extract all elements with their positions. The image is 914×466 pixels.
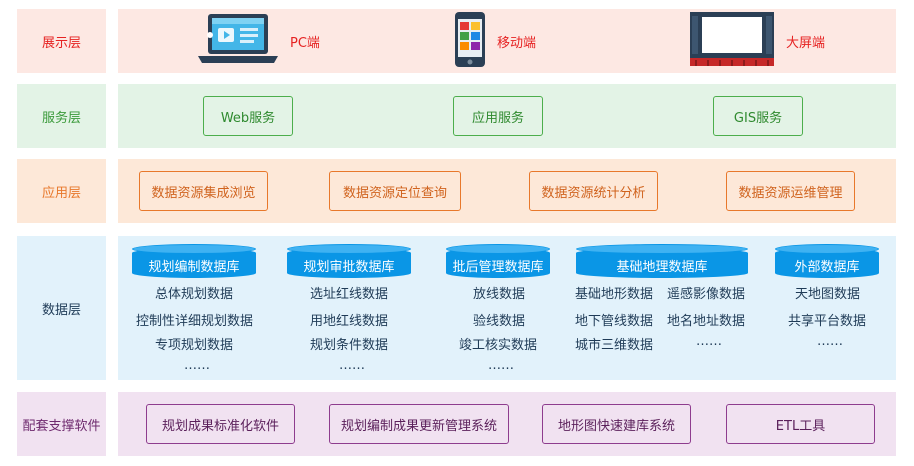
external-db: 外部数据库 (775, 244, 879, 278)
data-browse-box: 数据资源集成浏览 (139, 171, 268, 211)
etl-tool-box: ETL工具 (726, 404, 875, 444)
update-management-system-box: 规划编制成果更新管理系统 (329, 404, 509, 444)
db1-item-0: 选址红线数据 (310, 287, 389, 302)
db1-item-1: 用地红线数据 (310, 314, 389, 329)
application-layer-label-bg (17, 159, 106, 223)
post-approval-db: 批后管理数据库 (446, 244, 550, 278)
db4-item-2: …… (817, 334, 843, 349)
mobile-label: 移动端 (497, 36, 537, 51)
support-layer-label-bg (17, 392, 106, 456)
data-statistics-box: 数据资源统计分析 (529, 171, 658, 211)
standardization-software-box: 规划成果标准化软件 (146, 404, 295, 444)
service-layer-band (118, 84, 896, 148)
db2-item-0: 放线数据 (473, 287, 526, 302)
db3-item-0: 基础地形数据 (575, 287, 654, 302)
presentation-layer-label-bg (17, 9, 106, 73)
db3-item-2: 地下管线数据 (575, 314, 654, 329)
application-layer-label: 应用层 (41, 185, 81, 201)
planning-approval-db: 规划审批数据库 (287, 244, 411, 278)
data-layer-label: 数据层 (41, 302, 81, 318)
web-service-box: Web服务 (203, 96, 293, 136)
presentation-layer-label: 展示层 (41, 35, 81, 51)
data-maintenance-box: 数据资源运维管理 (726, 171, 855, 211)
gis-service-box: GIS服务 (713, 96, 803, 136)
db2-item-1: 验线数据 (473, 314, 526, 329)
db4-item-1: 共享平台数据 (788, 314, 867, 329)
db2-item-2: 竣工核实数据 (459, 338, 538, 353)
topographic-map-system-box: 地形图快速建库系统 (542, 404, 691, 444)
basic-geographic-db: 基础地理数据库 (576, 244, 748, 278)
db1-item-3: …… (339, 358, 365, 373)
db0-item-0: 总体规划数据 (155, 287, 234, 302)
db3-item-1: 遥感影像数据 (667, 287, 746, 302)
db2-item-3: …… (488, 358, 514, 373)
mobile-phone-icon (455, 12, 485, 67)
db4-item-0: 天地图数据 (795, 287, 861, 302)
data-locate-query-box: 数据资源定位查询 (329, 171, 461, 211)
service-layer-label-bg (17, 84, 106, 148)
service-layer-label: 服务层 (41, 110, 81, 126)
db0-item-1: 控制性详细规划数据 (136, 314, 254, 329)
laptop-icon (198, 14, 278, 63)
db3-item-4: 城市三维数据 (575, 338, 654, 353)
large-screen-icon (690, 12, 774, 66)
db1-item-2: 规划条件数据 (310, 338, 389, 353)
data-layer-label-bg (17, 236, 106, 380)
application-layer-band (118, 159, 896, 223)
db0-item-3: …… (184, 358, 210, 373)
db3-item-5: …… (696, 334, 722, 349)
pc-label: PC端 (290, 36, 320, 51)
db0-item-2: 专项规划数据 (155, 338, 234, 353)
application-service-box: 应用服务 (453, 96, 543, 136)
support-layer-band (118, 392, 896, 456)
support-layer-label: 配套支撑软件 (22, 418, 101, 434)
db3-item-3: 地名地址数据 (667, 314, 746, 329)
planning-compilation-db: 规划编制数据库 (132, 244, 256, 278)
large-screen-label: 大屏端 (786, 36, 826, 51)
